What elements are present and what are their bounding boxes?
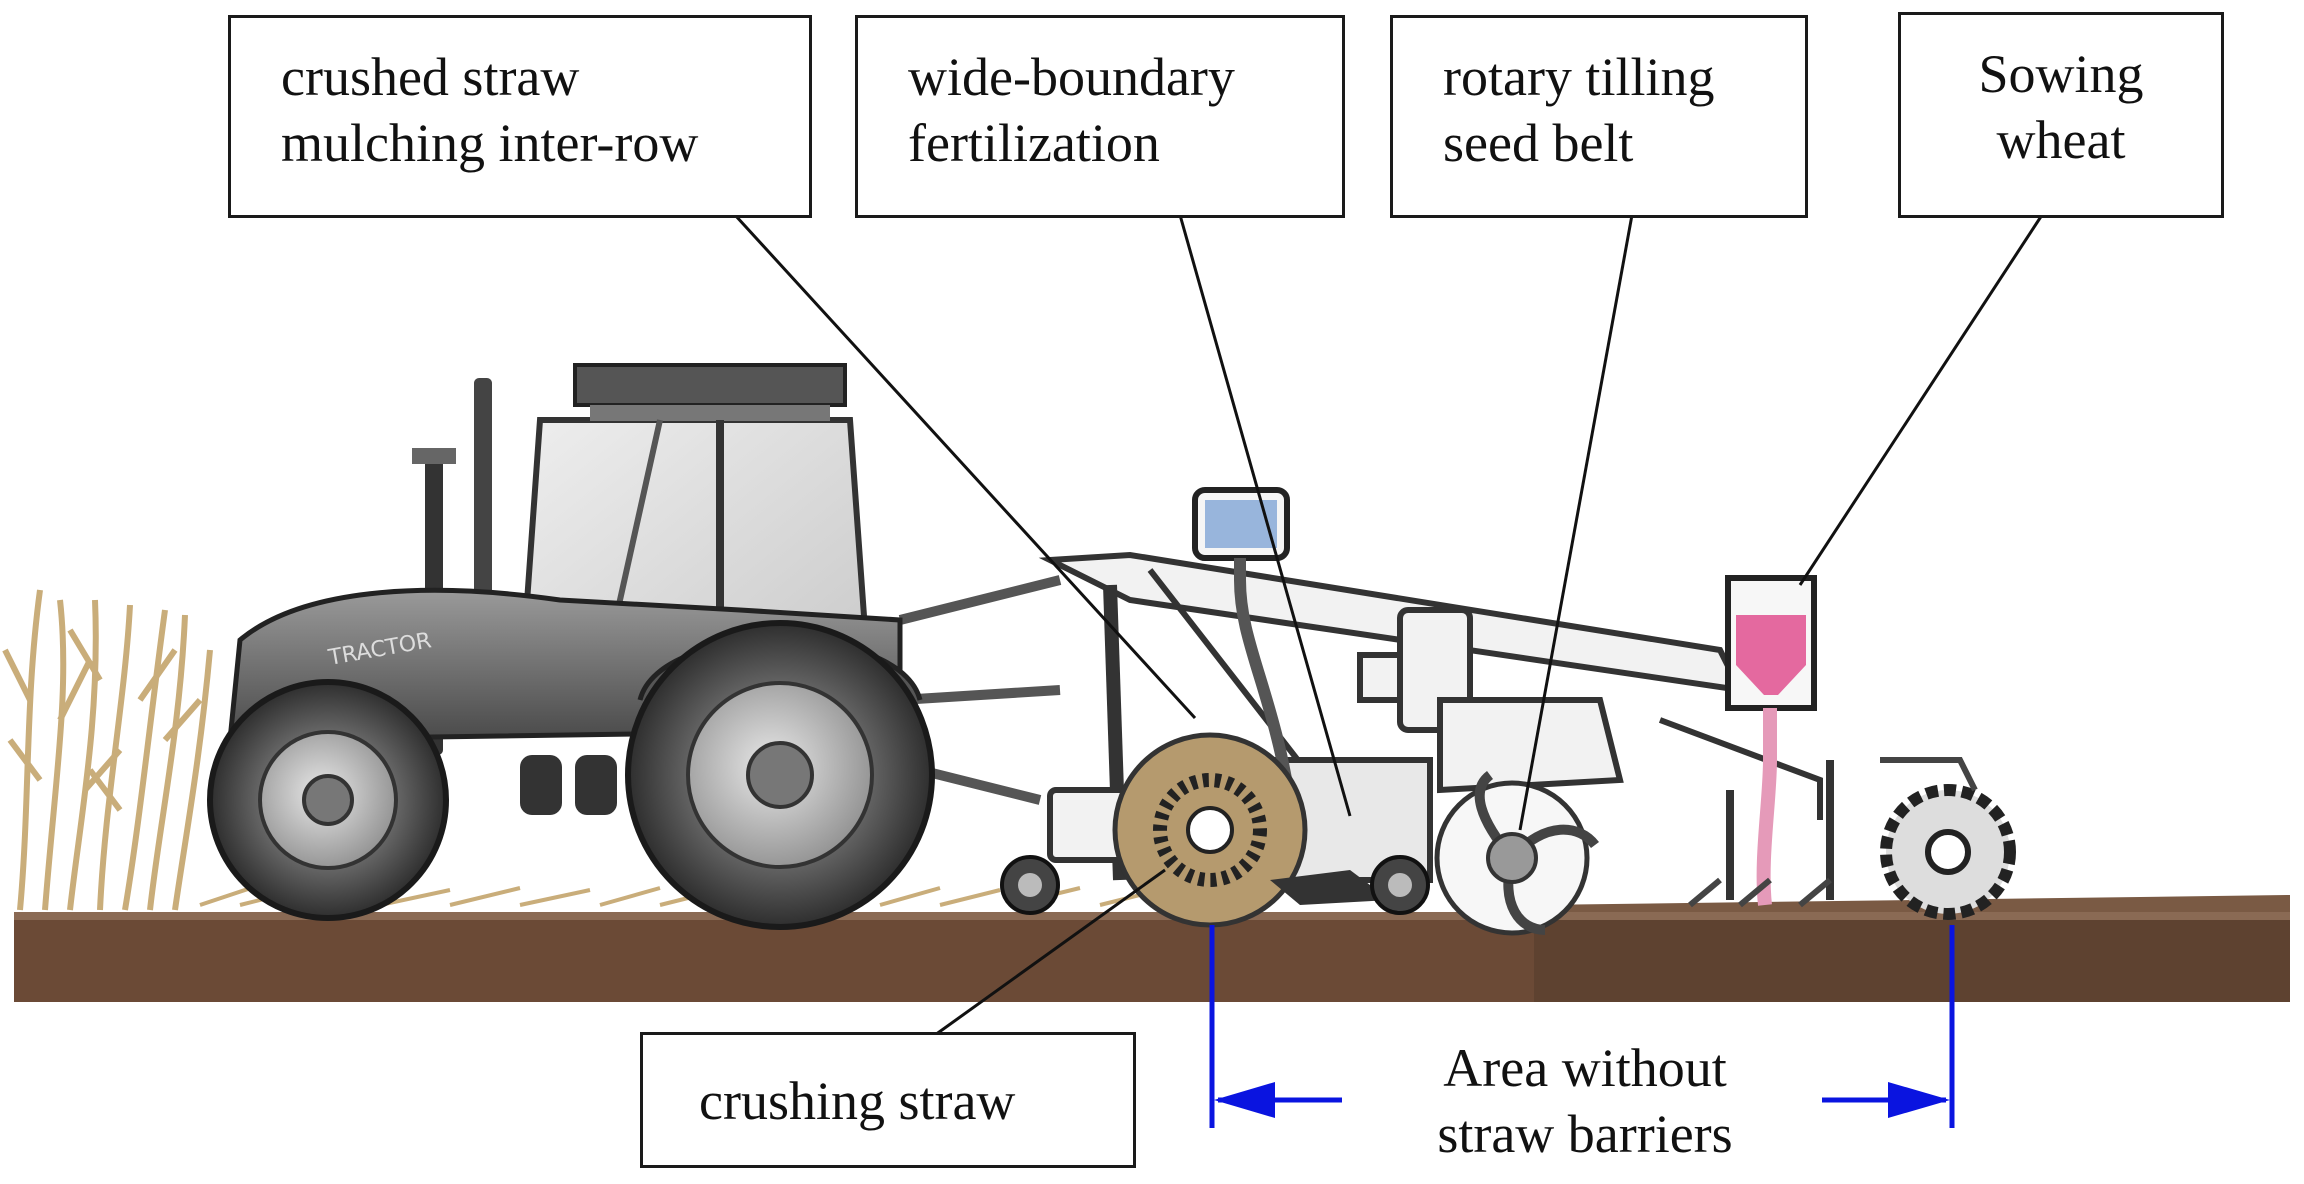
standing-straw — [2, 589, 213, 911]
press-wheel — [1880, 757, 2016, 920]
label-sowing-wheat: Sowing wheat — [1898, 12, 2224, 218]
tractor: TRACTOR — [207, 363, 1062, 930]
label-crushed-straw-mulching: crushed straw mulching inter-row — [228, 15, 812, 218]
fertilizer-hopper — [1192, 487, 1301, 841]
seed-hopper — [1688, 575, 1834, 908]
label-rotary-tilling-seed-belt: rotary tilling seed belt — [1390, 15, 1808, 218]
right-arrow-head — [1888, 1082, 1950, 1118]
label-crushing-straw: crushing straw — [640, 1032, 1136, 1168]
left-arrow-head — [1214, 1082, 1275, 1118]
label-area-without-straw-barriers: Area without straw barriers — [1390, 1035, 1780, 1167]
dimension-markers — [1209, 925, 1955, 1128]
leader-lines — [733, 213, 2044, 1037]
rotary-tiller — [1434, 771, 1599, 936]
label-wide-boundary-fertilization: wide-boundary fertilization — [855, 15, 1345, 218]
